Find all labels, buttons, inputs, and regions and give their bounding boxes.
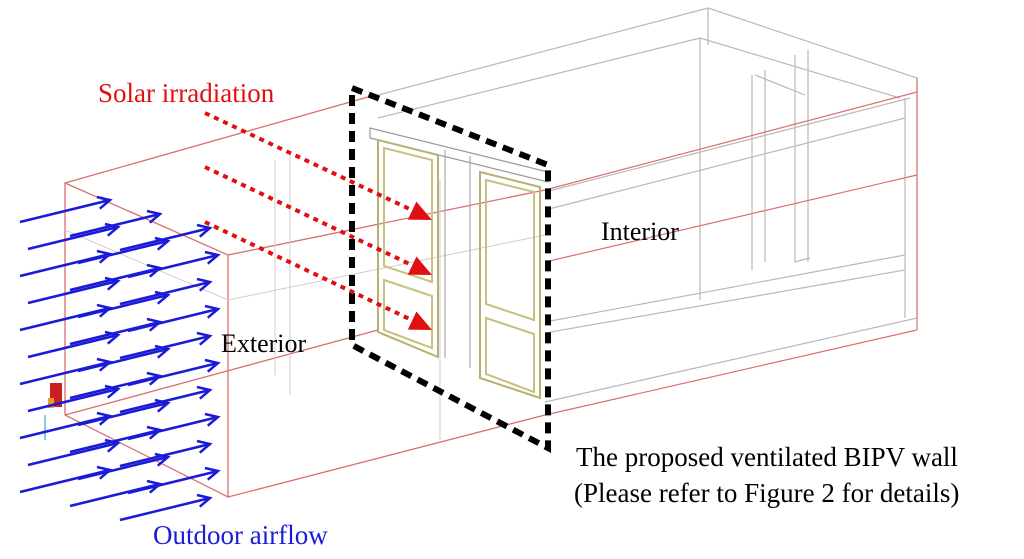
- airflow-arrow: [19, 198, 111, 224]
- airflow-arrow-head: [204, 358, 221, 373]
- airflow-arrow: [27, 225, 119, 251]
- airflow-arrow-head: [104, 438, 121, 453]
- bipv-wall-dashed-frame: [349, 83, 551, 453]
- airflow-arrow: [19, 252, 111, 278]
- airflow-arrow-head: [154, 236, 171, 251]
- solar-irradiation-arrows: [204, 111, 432, 330]
- exterior-box-outline: [64, 94, 546, 499]
- solar-arrow-head: [407, 201, 432, 220]
- airflow-arrow: [69, 482, 161, 508]
- airflow-arrow-head: [154, 344, 171, 359]
- solar-arrow-head: [407, 256, 432, 275]
- exterior-box-inner-lines: [64, 155, 546, 440]
- airflow-arrow-head: [196, 331, 213, 346]
- airflow-arrow-head: [104, 222, 121, 237]
- airflow-arrow-head: [104, 276, 121, 291]
- airflow-arrow: [27, 333, 119, 359]
- airflow-arrow: [69, 428, 161, 454]
- airflow-arrow-head: [146, 317, 163, 332]
- airflow-arrow-head: [146, 425, 163, 440]
- bipv-wall-caption-line1: The proposed ventilated BIPV wall: [576, 442, 958, 472]
- solar-arrow-line: [204, 220, 419, 325]
- airflow-arrow: [19, 414, 111, 440]
- airflow-arrow-head: [96, 249, 113, 264]
- airflow-arrow-head: [204, 304, 221, 319]
- airflow-arrow-head: [154, 398, 171, 413]
- airflow-arrow-head: [104, 330, 121, 345]
- interior-room-red-edges: [544, 78, 918, 416]
- outdoor-airflow-label: Outdoor airflow: [153, 520, 328, 550]
- airflow-arrow-head: [146, 371, 163, 386]
- airflow-arrow: [19, 468, 111, 494]
- airflow-arrow: [19, 360, 111, 386]
- airflow-arrow: [27, 441, 119, 467]
- exterior-label: Exterior: [221, 329, 307, 358]
- bipv-wall-panels: [369, 127, 549, 400]
- airflow-arrow-head: [196, 439, 213, 454]
- solar-irradiation-label: Solar irradiation: [98, 78, 275, 108]
- airflow-arrow: [27, 279, 119, 305]
- airflow-arrow: [69, 266, 161, 292]
- airflow-arrow-head: [96, 357, 113, 372]
- solar-arrow-line: [204, 111, 419, 215]
- airflow-arrow-head: [104, 384, 121, 399]
- bipv-wall-caption-line2: (Please refer to Figure 2 for details): [574, 478, 960, 508]
- airflow-arrow: [119, 442, 211, 468]
- airflow-arrow-head: [204, 250, 221, 265]
- airflow-arrow-head: [196, 223, 213, 238]
- airflow-arrow: [69, 212, 161, 238]
- airflow-arrow-head: [96, 411, 113, 426]
- airflow-arrow-head: [96, 465, 113, 480]
- airflow-arrow-head: [204, 466, 221, 481]
- outdoor-airflow-arrows: [19, 195, 221, 522]
- airflow-arrow-head: [196, 385, 213, 400]
- airflow-arrow: [119, 334, 211, 360]
- airflow-arrow-head: [146, 263, 163, 278]
- airflow-arrow-head: [96, 303, 113, 318]
- airflow-arrow-head: [196, 493, 213, 508]
- airflow-arrow: [19, 306, 111, 332]
- inlet-marker: [44, 383, 62, 440]
- airflow-arrow-head: [204, 412, 221, 427]
- airflow-arrow: [69, 374, 161, 400]
- airflow-arrow-head: [154, 452, 171, 467]
- airflow-arrow: [69, 320, 161, 346]
- airflow-arrow: [119, 388, 211, 414]
- interior-room-outline: [377, 7, 918, 403]
- airflow-arrow-head: [146, 209, 163, 224]
- airflow-arrow-head: [154, 290, 171, 305]
- solar-arrow-head: [407, 311, 432, 330]
- airflow-arrow: [119, 280, 211, 306]
- airflow-arrow: [119, 496, 211, 522]
- airflow-arrow-head: [146, 479, 163, 494]
- airflow-arrow-head: [96, 195, 113, 210]
- airflow-arrow-head: [196, 277, 213, 292]
- airflow-arrow: [119, 226, 211, 252]
- airflow-arrow: [27, 387, 119, 413]
- interior-label: Interior: [601, 217, 679, 246]
